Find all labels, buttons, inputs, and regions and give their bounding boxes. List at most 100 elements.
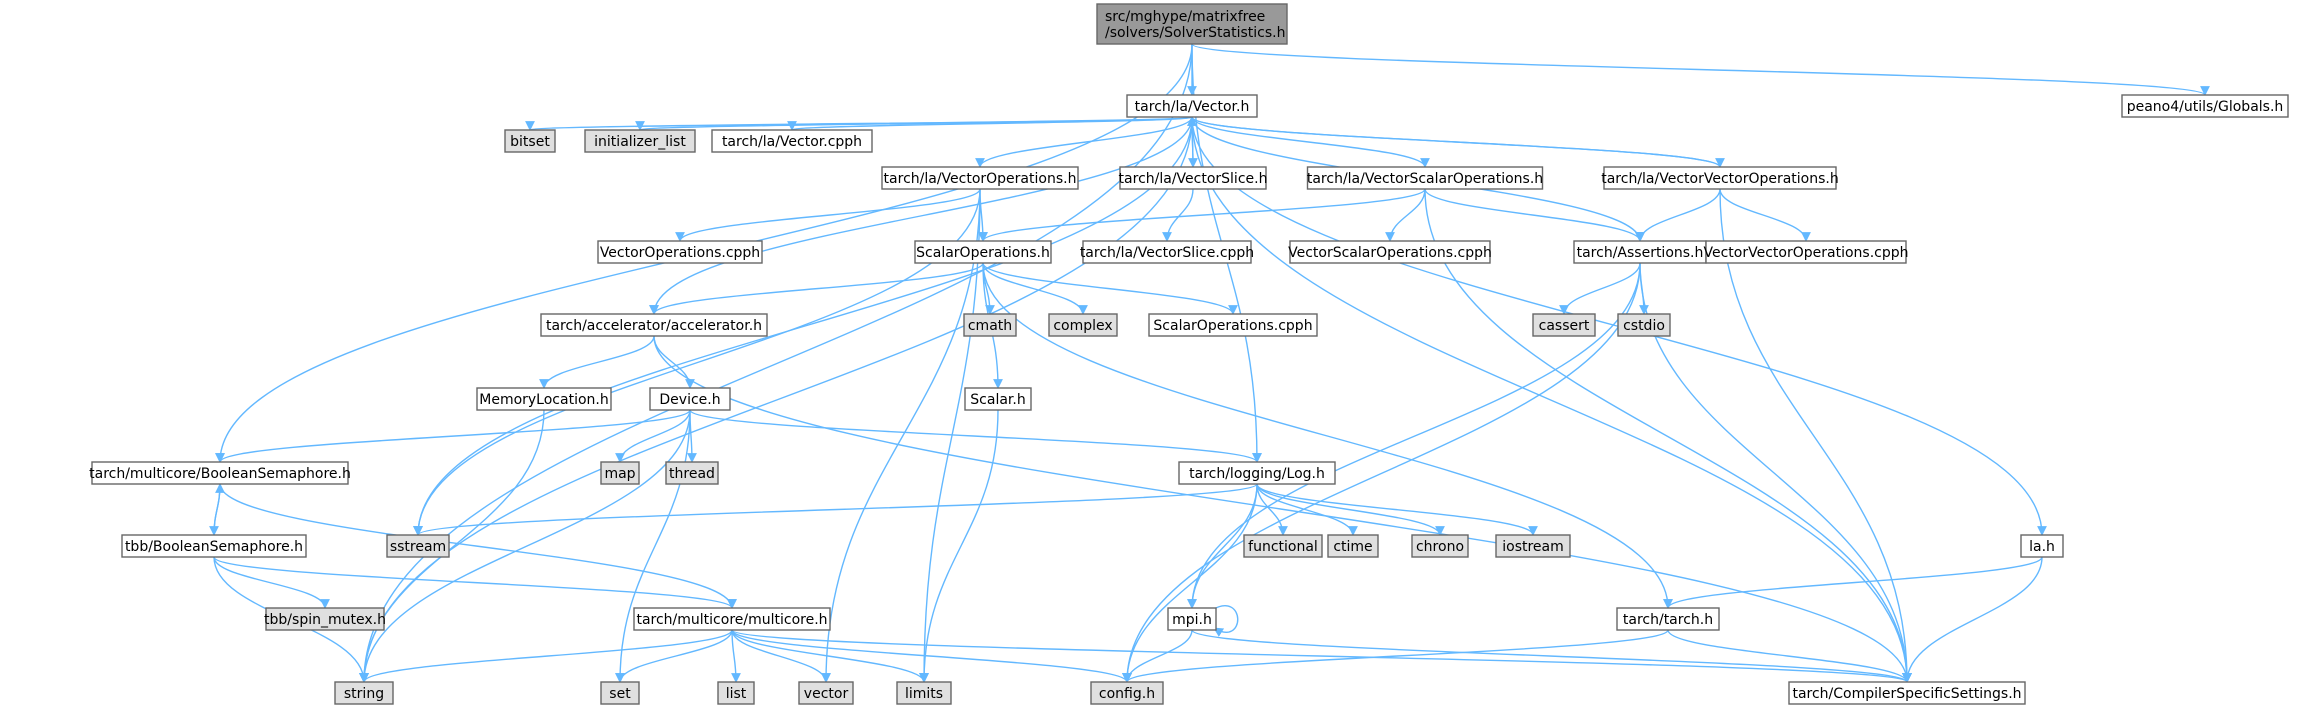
node-cassert[interactable]: cassert	[1532, 313, 1596, 337]
node-config-h[interactable]: config.h	[1090, 681, 1164, 705]
node-vectorslice-cpph[interactable]: tarch/la/VectorSlice.cpph	[1080, 240, 1254, 264]
node-multicore-h[interactable]: tarch/multicore/multicore.h	[633, 607, 831, 631]
node-list[interactable]: list	[717, 681, 755, 705]
node-label: tarch/la/VectorSlice.h	[1119, 171, 1268, 187]
edge-vectorscalarops_h-to-compiler_h	[1424, 188, 1912, 683]
node-vectorvectorops-h[interactable]: tarch/la/VectorVectorOperations.h	[1601, 166, 1839, 190]
node-box	[1289, 240, 1491, 264]
node-box	[504, 129, 556, 153]
edge-log_h-to-functional	[1256, 483, 1288, 536]
node-label: initializer_list	[594, 134, 686, 150]
node-box	[1148, 313, 1318, 337]
node-vectorvectorops-cpph[interactable]: VectorVectorOperations.cpph	[1704, 240, 1909, 264]
edge-la_h-to-tarch_h	[1663, 556, 2043, 609]
node-box	[633, 607, 831, 631]
node-memorylocation-h[interactable]: MemoryLocation.h	[476, 387, 612, 411]
edge-multicore_h-to-set	[615, 629, 733, 683]
edge-tbb_boolsem_h-to-tbb_spin_mutex_h	[213, 556, 330, 609]
node-tarch-h[interactable]: tarch/tarch.h	[1616, 607, 1720, 631]
node-vectorops-cpph[interactable]: VectorOperations.cpph	[597, 240, 763, 264]
node-label: mpi.h	[1172, 612, 1212, 628]
node-boolsem-h[interactable]: tarch/multicore/BooleanSemaphore.h	[89, 461, 351, 485]
node-scalarops-cpph[interactable]: ScalarOperations.cpph	[1148, 313, 1318, 337]
node-label: tarch/la/Vector.cpph	[722, 134, 862, 150]
edge-assertions_h-to-config_h	[1122, 262, 1641, 683]
node-set[interactable]: set	[600, 681, 640, 705]
node-log-h[interactable]: tarch/logging/Log.h	[1178, 461, 1336, 485]
node-box	[1126, 94, 1258, 118]
node-vector-cpph[interactable]: tarch/la/Vector.cpph	[711, 129, 873, 153]
edge-vector_h-to-vector_cpph	[787, 116, 1193, 131]
node-label: functional	[1248, 539, 1318, 555]
node-vectorscalarops-h[interactable]: tarch/la/VectorScalarOperations.h	[1306, 166, 1544, 190]
node-complex[interactable]: complex	[1048, 313, 1118, 337]
edge-vectorvectorops_h-to-compiler_h	[1719, 188, 1912, 683]
node-vectorops-h[interactable]: tarch/la/VectorOperations.h	[881, 166, 1079, 190]
node-iostream[interactable]: iostream	[1495, 534, 1571, 558]
node-label: VectorOperations.cpph	[600, 245, 760, 261]
node-map[interactable]: map	[600, 461, 640, 485]
node-root[interactable]: src/mghype/matrixfree/solvers/SolverStat…	[1096, 3, 1288, 45]
node-limits[interactable]: limits	[896, 681, 952, 705]
edge-vector_h-to-la_h	[1191, 116, 2047, 536]
node-device-h[interactable]: Device.h	[649, 387, 731, 411]
node-vector[interactable]: vector	[798, 681, 854, 705]
node-globals-h[interactable]: peano4/utils/Globals.h	[2121, 94, 2289, 118]
node-assertions-h[interactable]: tarch/Assertions.h	[1573, 240, 1707, 264]
node-box	[1096, 3, 1288, 45]
node-initializer-list[interactable]: initializer_list	[584, 129, 696, 153]
node-box	[963, 313, 1017, 337]
edge-device_h-to-log_h	[689, 409, 1262, 463]
node-bitset[interactable]: bitset	[504, 129, 556, 153]
edge-log_h-to-chrono	[1256, 483, 1445, 536]
node-functional[interactable]: functional	[1243, 534, 1323, 558]
node-la-h[interactable]: la.h	[2020, 534, 2064, 558]
edge-assertions_h-to-mpi_h	[1187, 262, 1641, 609]
node-label: tarch/logging/Log.h	[1189, 466, 1325, 482]
node-box	[1603, 166, 1837, 190]
edge-multicore_h-to-list	[731, 629, 741, 683]
node-label: src/mghype/matrixfree	[1105, 9, 1265, 25]
node-chrono[interactable]: chrono	[1411, 534, 1469, 558]
node-scalarops-h[interactable]: ScalarOperations.h	[914, 240, 1052, 264]
edge-scalarops_h-to-complex	[982, 262, 1088, 315]
node-box	[334, 681, 394, 705]
node-vectorslice-h[interactable]: tarch/la/VectorSlice.h	[1119, 166, 1268, 190]
edge-vectorvectorops_h-to-vector_h	[1187, 116, 1721, 168]
node-box	[914, 240, 1052, 264]
node-box	[881, 166, 1079, 190]
node-cstdio[interactable]: cstdio	[1617, 313, 1671, 337]
node-scalar-h[interactable]: Scalar.h	[964, 387, 1032, 411]
node-box	[1788, 681, 2026, 705]
node-label: tarch/tarch.h	[1623, 612, 1713, 628]
node-ctime[interactable]: ctime	[1327, 534, 1379, 558]
edge-mpi_h-to-compiler_h	[1191, 629, 1912, 683]
node-box	[121, 534, 307, 558]
node-mpi-h[interactable]: mpi.h	[1167, 607, 1217, 631]
node-compiler-h[interactable]: tarch/CompilerSpecificSettings.h	[1788, 681, 2026, 705]
node-label: tarch/la/VectorOperations.h	[884, 171, 1077, 187]
node-tbb-boolsem-h[interactable]: tbb/BooleanSemaphore.h	[121, 534, 307, 558]
node-vector-h[interactable]: tarch/la/Vector.h	[1126, 94, 1258, 118]
node-label: peano4/utils/Globals.h	[2127, 99, 2284, 115]
node-cmath[interactable]: cmath	[963, 313, 1017, 337]
edge-tbb_boolsem_h-to-boolsem_h	[213, 483, 225, 536]
node-box	[1082, 240, 1252, 264]
node-sstream[interactable]: sstream	[386, 534, 450, 558]
edge-log_h-to-iostream	[1256, 483, 1538, 536]
node-box	[600, 461, 640, 485]
node-vectorscalarops-cpph[interactable]: VectorScalarOperations.cpph	[1288, 240, 1492, 264]
node-box	[1119, 166, 1267, 190]
node-thread[interactable]: thread	[665, 461, 719, 485]
node-tbb-spin-mutex-h[interactable]: tbb/spin_mutex.h	[264, 607, 386, 631]
node-label: string	[344, 686, 384, 702]
edge-device_h-to-string	[359, 409, 691, 683]
node-box	[1090, 681, 1164, 705]
node-accelerator-h[interactable]: tarch/accelerator/accelerator.h	[540, 313, 768, 337]
node-string[interactable]: string	[334, 681, 394, 705]
edge-scalarops_h-to-accelerator_h	[649, 262, 984, 315]
edge-tbb_boolsem_h-to-multicore_h	[213, 556, 737, 609]
node-box	[1495, 534, 1571, 558]
node-label: list	[726, 686, 747, 702]
